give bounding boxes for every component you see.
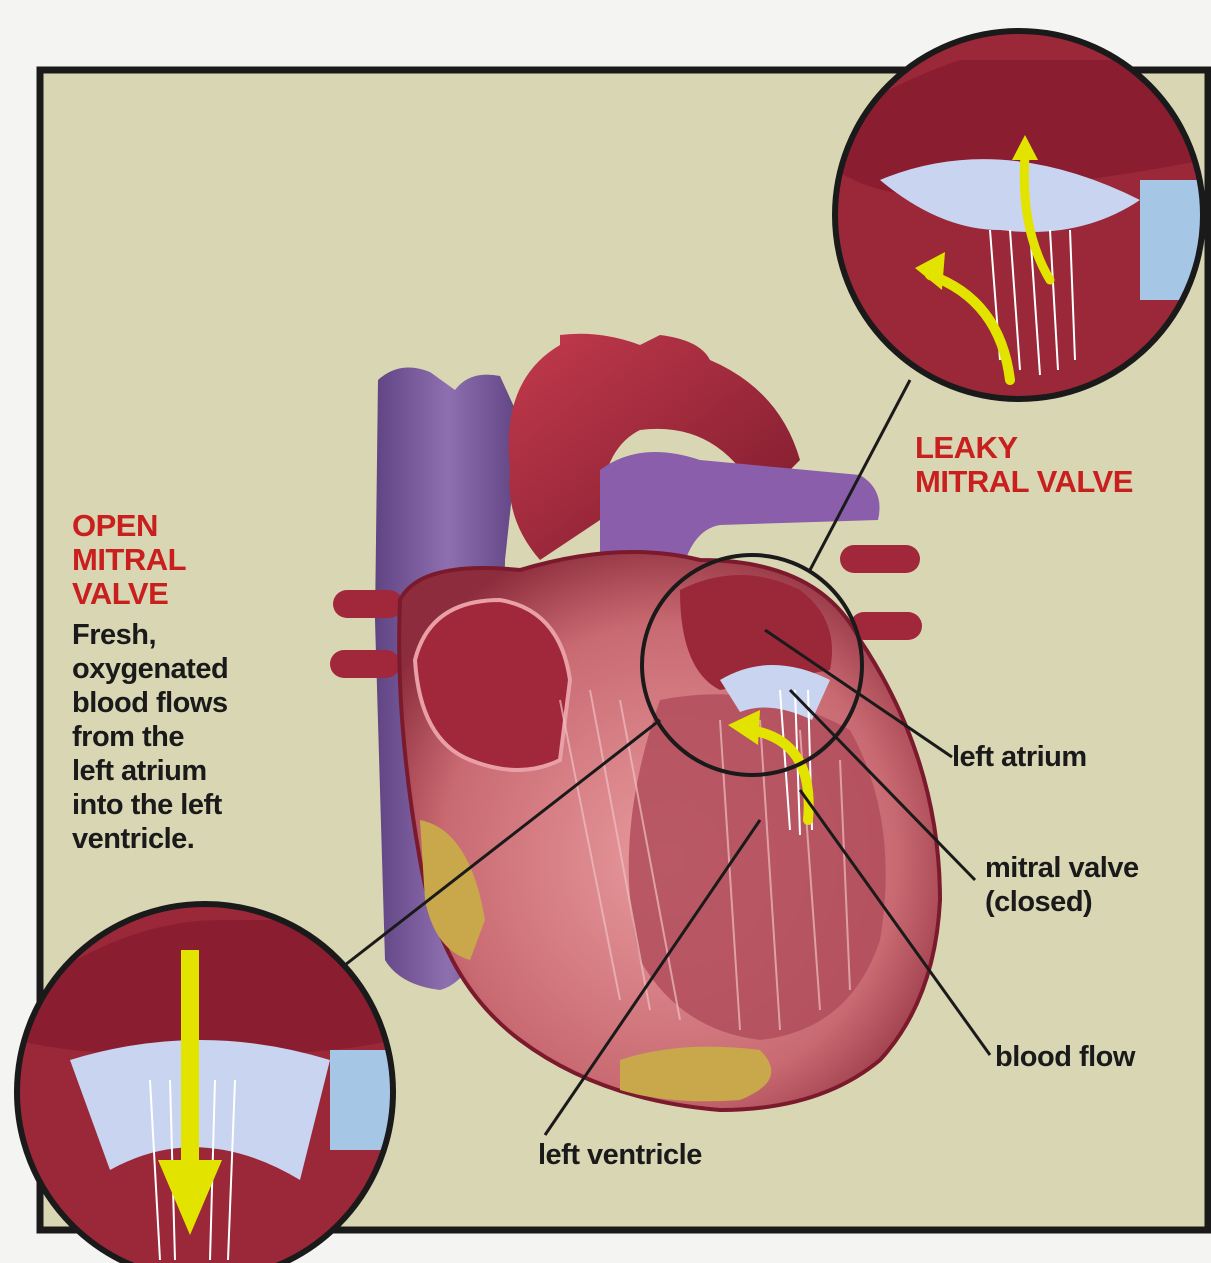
- open-valve-heading-line: OPEN: [72, 509, 186, 543]
- open-valve-heading-line: VALVE: [72, 577, 186, 611]
- description-line: oxygenated: [72, 652, 228, 686]
- fat-deposit-bottom: [620, 1047, 771, 1102]
- blood-flow-label: blood flow: [995, 1040, 1135, 1074]
- description-line: from the: [72, 720, 228, 754]
- open-valve-heading: OPEN MITRAL VALVE: [72, 509, 186, 611]
- leaky-valve-heading-line: MITRAL VALVE: [915, 465, 1133, 499]
- open-valve-description: Fresh, oxygenated blood flows from the l…: [72, 618, 228, 856]
- left-atrium-label: left atrium: [952, 740, 1087, 774]
- leaky-valve-heading-line: LEAKY: [915, 431, 1133, 465]
- description-line: left atrium: [72, 754, 228, 788]
- description-line: blood flows: [72, 686, 228, 720]
- description-line: into the left: [72, 788, 228, 822]
- left-ventricle-label: left ventricle: [538, 1138, 702, 1172]
- left-ventricle-chamber: [629, 694, 886, 1040]
- mitral-valve-label: mitral valve (closed): [985, 851, 1139, 919]
- description-line: ventricle.: [72, 822, 228, 856]
- leaky-valve-heading: LEAKY MITRAL VALVE: [915, 431, 1133, 499]
- open-valve-heading-line: MITRAL: [72, 543, 186, 577]
- leaky-valve-inset: [835, 30, 1210, 400]
- description-line: Fresh,: [72, 618, 228, 652]
- mitral-valve-label-line: (closed): [985, 885, 1139, 919]
- mitral-valve-label-line: mitral valve: [985, 851, 1139, 885]
